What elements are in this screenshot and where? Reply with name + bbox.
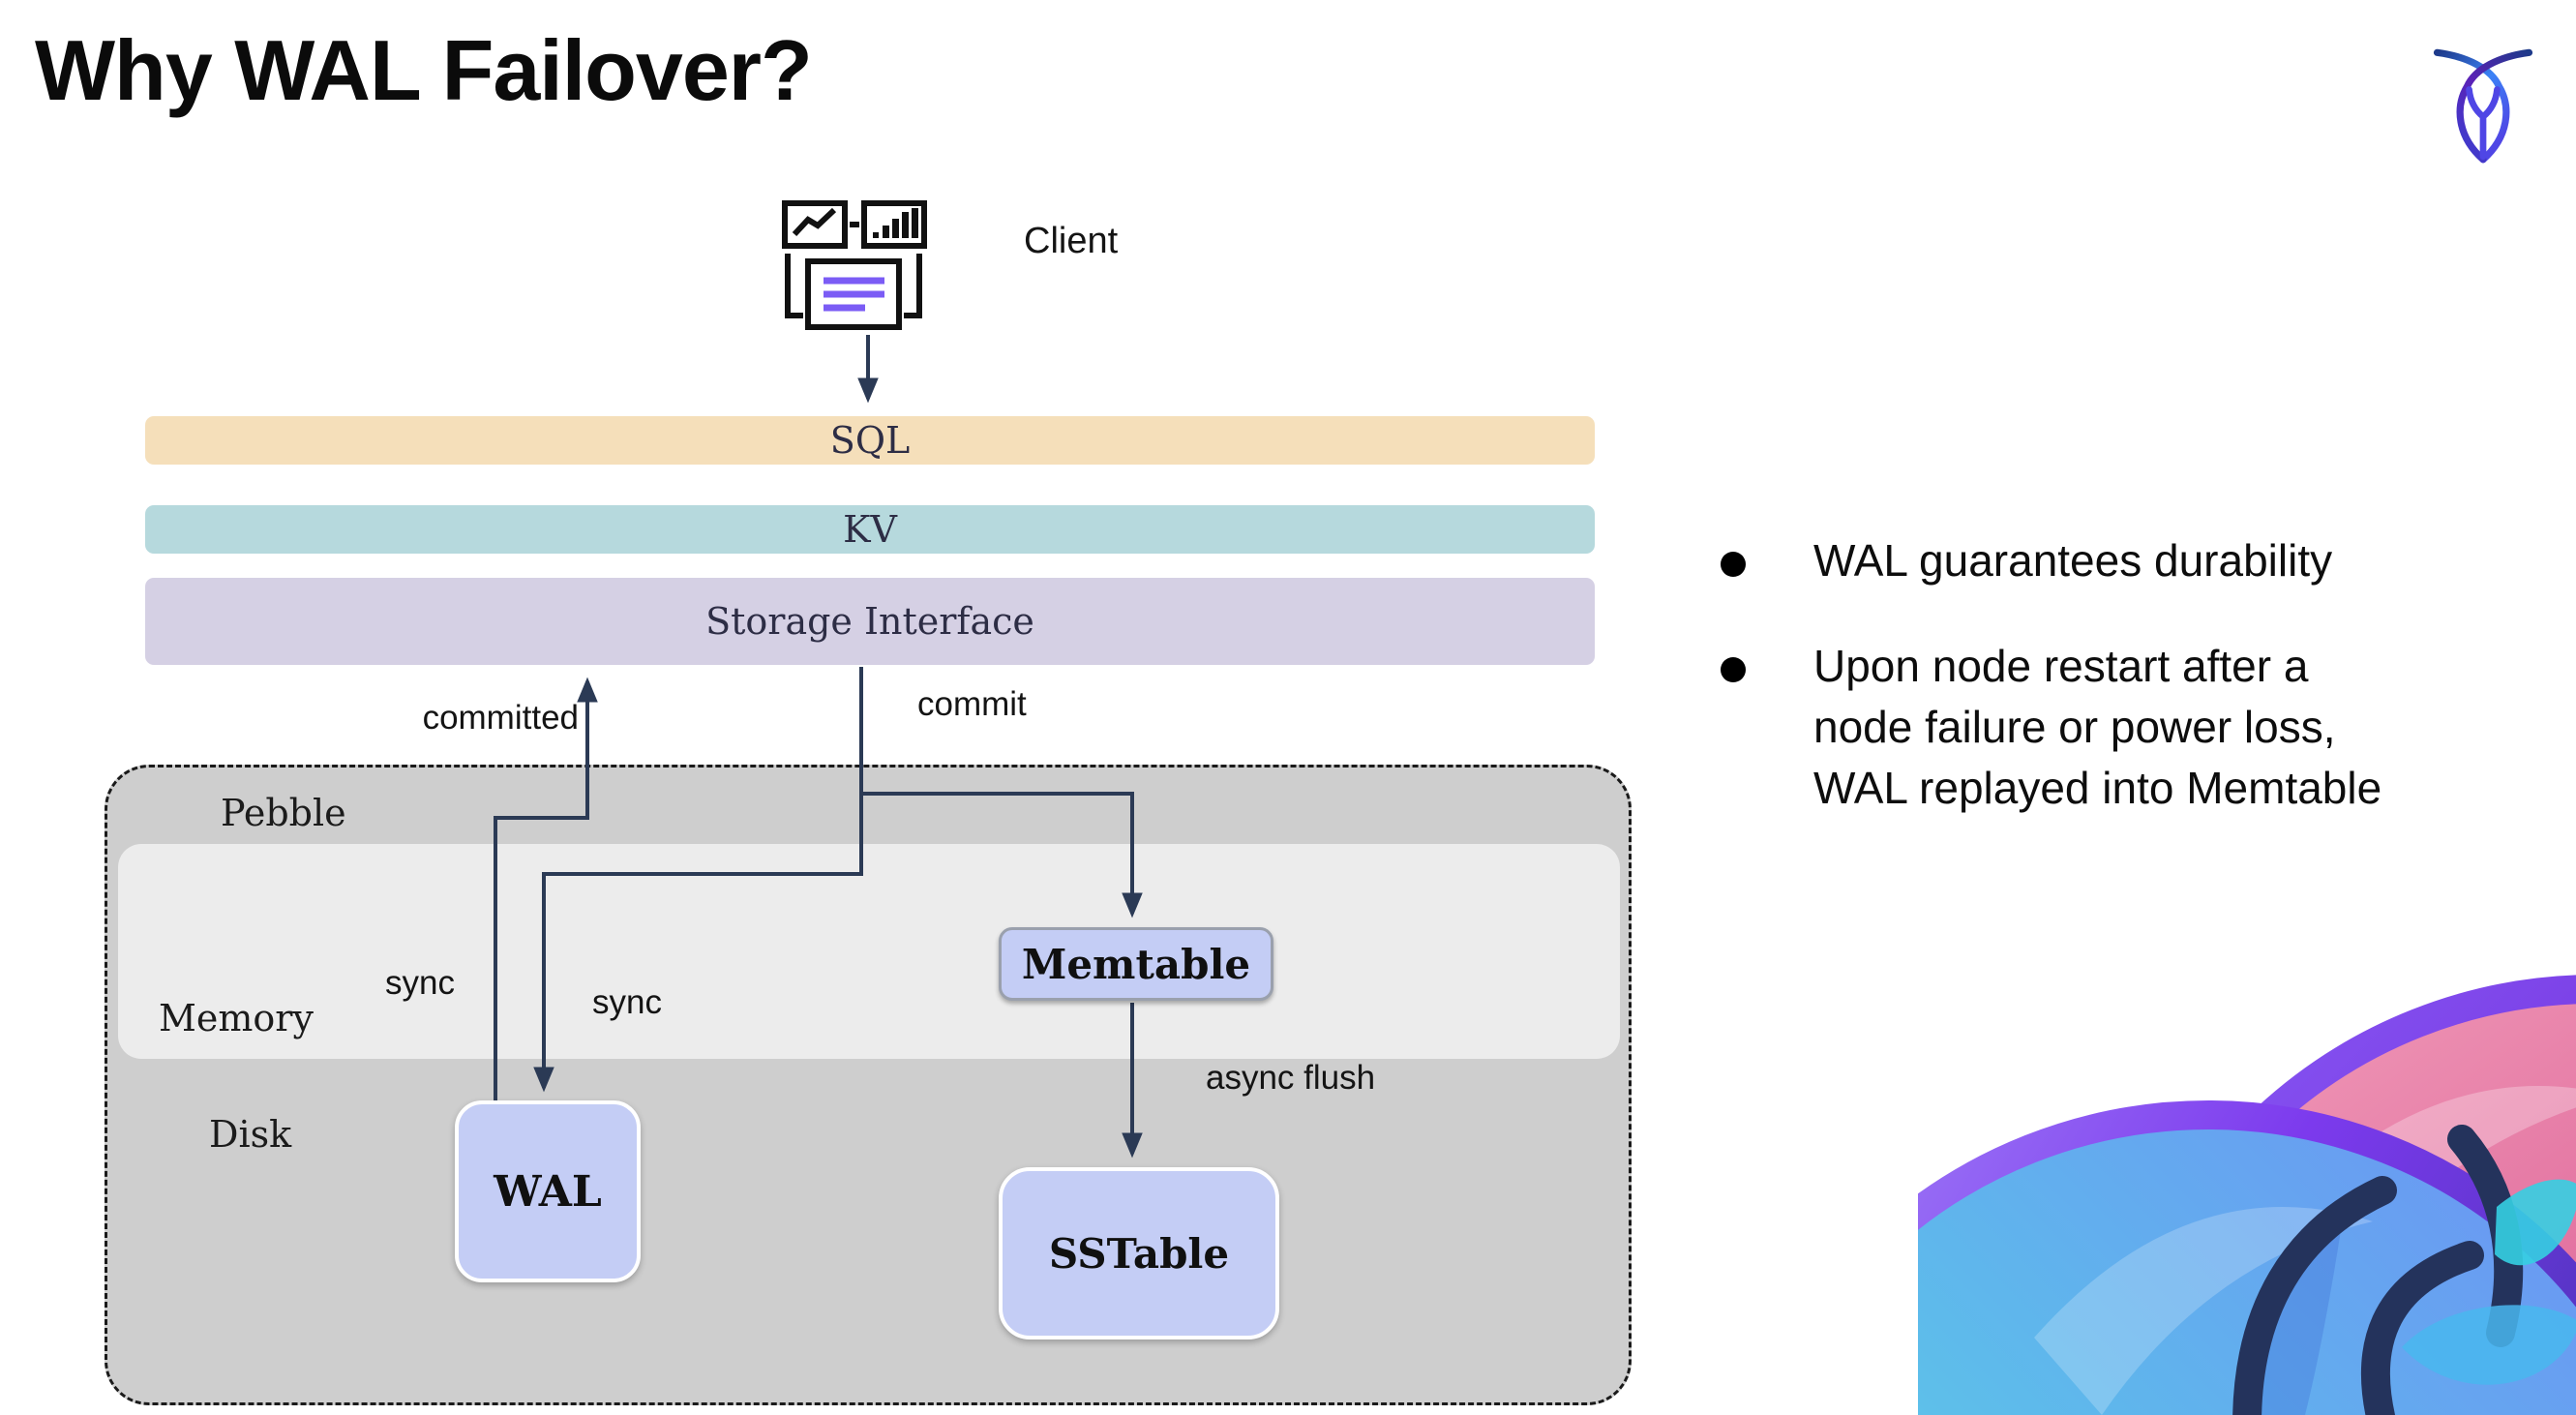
layer-kv-label: KV bbox=[843, 508, 897, 551]
memtable-node-label: Memtable bbox=[1021, 940, 1251, 988]
sync-right-label: sync bbox=[592, 983, 662, 1021]
disk-label: Disk bbox=[209, 1113, 292, 1156]
bullet-list: WAL guarantees durability Upon node rest… bbox=[1721, 530, 2495, 863]
wal-node-label: WAL bbox=[494, 1166, 602, 1217]
bullet-dot-icon bbox=[1721, 552, 1746, 577]
commit-to-memtable-arrow bbox=[861, 792, 1143, 918]
client-label: Client bbox=[1024, 221, 1119, 261]
layer-storage-label: Storage Interface bbox=[705, 600, 1034, 643]
pebble-label: Pebble bbox=[221, 792, 346, 834]
layer-sql-label: SQL bbox=[829, 419, 911, 462]
commit-label: commit bbox=[917, 685, 1027, 723]
bullet-text: WAL guarantees durability bbox=[1813, 535, 2333, 586]
layer-sql: SQL bbox=[145, 416, 1595, 465]
page-title: Why WAL Failover? bbox=[35, 22, 813, 118]
memory-label: Memory bbox=[159, 997, 314, 1039]
list-item: Upon node restart after a node failure o… bbox=[1721, 636, 2495, 819]
commit-to-wal-arrow bbox=[533, 667, 863, 1093]
memory-band bbox=[118, 844, 1620, 1059]
cockroach-artwork-decoration bbox=[1918, 975, 2576, 1415]
list-item: WAL guarantees durability bbox=[1721, 530, 2495, 591]
client-monitors-icon bbox=[782, 200, 927, 330]
layer-kv: KV bbox=[145, 505, 1595, 554]
committed-arrow bbox=[494, 677, 598, 1100]
sstable-node-label: SSTable bbox=[1048, 1229, 1230, 1278]
sstable-node: SSTable bbox=[999, 1167, 1279, 1340]
wal-node: WAL bbox=[455, 1100, 641, 1282]
sync-left-label: sync bbox=[385, 964, 455, 1002]
layer-storage-interface: Storage Interface bbox=[145, 578, 1595, 665]
cockroachdb-logo-icon bbox=[2433, 48, 2533, 164]
async-flush-label: async flush bbox=[1206, 1059, 1376, 1097]
bullet-dot-icon bbox=[1721, 657, 1746, 682]
committed-label: committed bbox=[422, 699, 579, 737]
bullet-text: Upon node restart after a node failure o… bbox=[1813, 641, 2382, 813]
memtable-node: Memtable bbox=[999, 927, 1273, 1001]
